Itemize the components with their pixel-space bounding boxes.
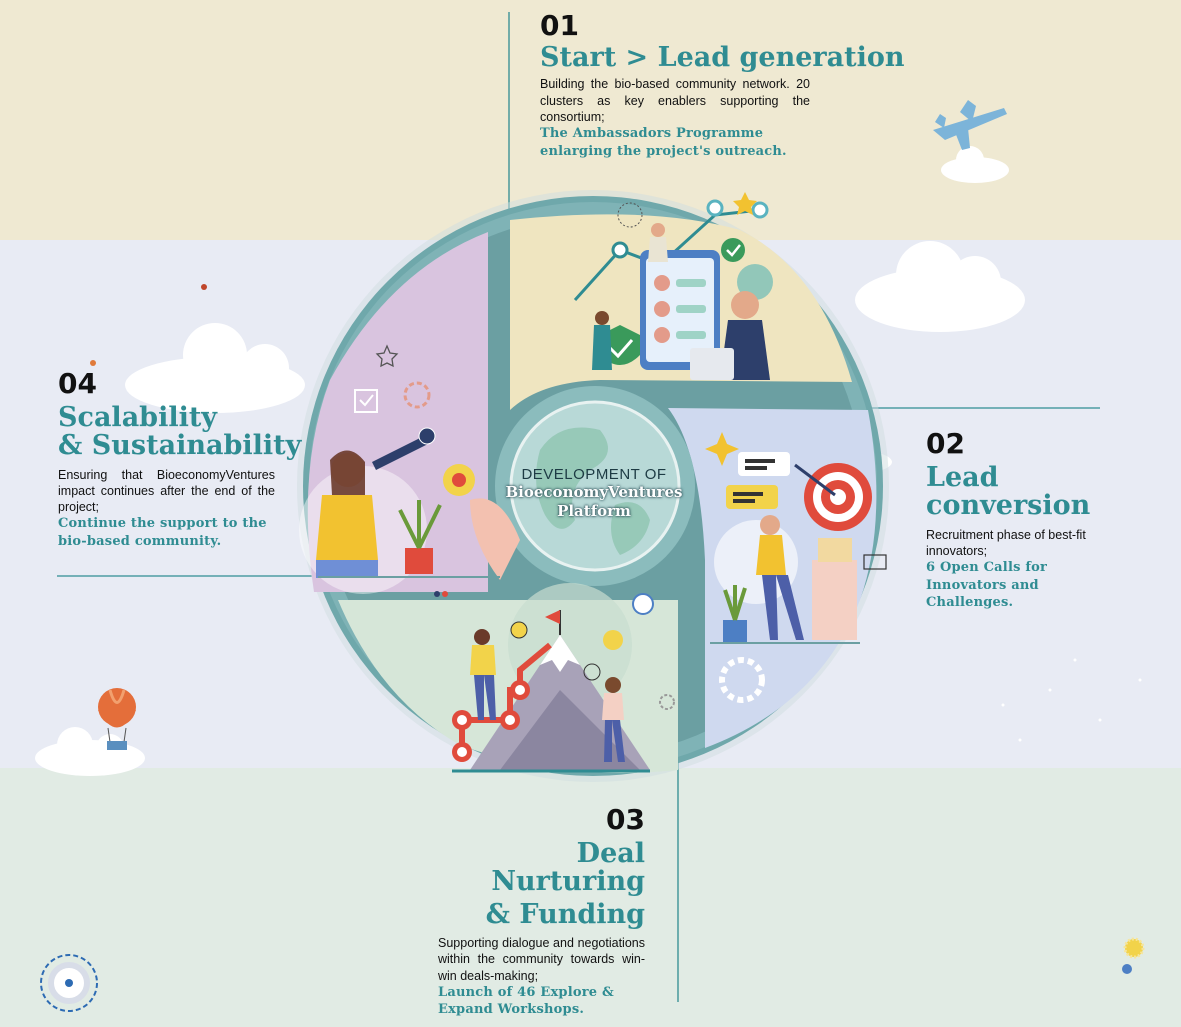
gear-icon [1122,964,1132,974]
cloud-icon [941,146,1009,183]
stage-01-title: Start > Lead generation [540,42,905,73]
stage-01-number: 01 [540,9,579,42]
stage-02-body: Recruitment phase of best-fit innovators… [926,527,1086,558]
stage-04-body: Ensuring that BioeconomyVentures impact … [58,467,275,515]
stage-03-block: 03 Deal Nurturing & Funding Supporting d… [420,806,645,1019]
stage-02-title-line2: conversion [926,490,1091,522]
stage-01-block: 01 Start > Lead generation Building the … [540,9,905,160]
cloud-icon [855,241,1025,332]
cloud-icon [125,323,305,413]
stage-01-body: Building the bio-based community network… [540,77,810,124]
stage-03-title-line1: Deal Nurturing [491,838,645,898]
center-label-line1: DEVELOPMENT OF [521,466,667,483]
stage-03-number: 03 [606,803,645,836]
scalability-illustration [299,344,520,597]
stage-02-title-line1: Lead [926,462,999,493]
stage-04-title-line2: & Sustainability [58,430,302,462]
stage-04-title-line1: Scalability [58,402,217,433]
lead-generation-illustration [573,192,773,380]
stage-02-highlight: 6 Open Calls for Innovators and Challeng… [926,560,1048,611]
hot-air-balloon-icon [98,688,136,750]
center-label-line2: BioeconomyVentures [505,483,683,501]
stage-02-block: 02 Lead conversion Recruitment phase of … [926,430,1126,612]
sun-icon [1123,937,1145,959]
stage-04-block: 04 Scalability & Sustainability Ensuring… [58,367,302,551]
background-band-bottom [0,768,1181,1027]
center-label-line3: Platform [557,501,631,520]
cloud-icon [35,727,145,776]
stage-04-highlight: Continue the support to the bio-based co… [58,516,267,549]
lead-conversion-illustration [705,432,887,703]
stage-04-number: 04 [58,367,97,400]
deal-nurturing-illustration [452,583,675,773]
stage-03-title-line2: & Funding [485,898,645,930]
center-label: DEVELOPMENT OF BioeconomyVentures Platfo… [494,466,694,521]
stage-03-body: Supporting dialogue and negotiations wit… [438,936,645,983]
stage-02-number: 02 [926,427,965,460]
gear-icon [40,954,98,1012]
airplane-icon [933,100,1007,150]
stage-03-highlight: Launch of 46 Explore & Expand Workshops. [438,984,614,1018]
stage-01-highlight: The Ambassadors Programme enlarging the … [540,126,787,159]
